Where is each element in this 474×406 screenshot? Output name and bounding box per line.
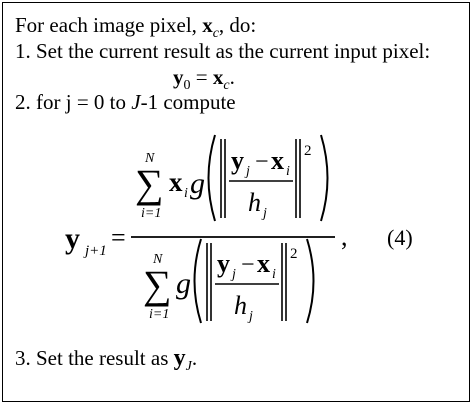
intro-line: For each image pixel, xc, do: [15,13,256,41]
step1-line: 1. Set the current result as the current… [15,39,430,63]
eq-comma: , [341,222,348,251]
den-minus: − [241,252,255,278]
algorithm-box: For each image pixel, xc, do: 1. Set the… [2,2,470,402]
step3-var-sub: J [185,359,192,374]
step1-text: 1. Set the current result as the current… [15,39,431,63]
step1-end: . [229,65,235,89]
num-y: y [231,146,244,175]
num-sigma: ∑ [135,161,164,206]
step3-end: . [191,346,198,370]
num-sum-upper: N [144,151,155,166]
step3-line: 3. Set the result as yJ. [15,346,197,374]
step1-lhs: y [173,65,184,89]
num-g: g [190,167,205,200]
num-minus: − [255,149,269,175]
den-h-sub: j [247,309,253,324]
num-x2: x [271,146,284,175]
intro-var: x [202,13,213,37]
den-sigma: ∑ [143,262,172,307]
step2-J: J [131,90,141,114]
eq-equals: = [111,223,126,252]
den-sum-lower: i=1 [149,307,169,322]
num-sum-lower: i=1 [141,206,161,221]
num-x2-sub: i [286,164,290,179]
eq-lhs-y: y [65,222,80,255]
den-left-paren [193,238,202,324]
step2-text-before: 2. for j = 0 to [15,90,132,114]
num-x: x [169,167,183,197]
step2-text-after: -1 compute [140,90,236,114]
den-power: 2 [290,246,298,262]
intro-prefix: For each image pixel, [15,13,203,37]
step1-eq-sign: = [190,65,213,89]
num-h-sub: j [261,206,267,221]
step2-line: 2. for j = 0 to J-1 compute [15,90,236,114]
num-x-sub: i [184,186,188,201]
step1-lhs-sub: 0 [183,78,191,93]
den-x-sub: i [272,267,276,282]
intro-suffix: , do: [218,13,257,37]
step1-rhs-sub: c [223,78,230,93]
mean-shift-equation: y j+1 = N ∑ i=1 x i g y j − x i h j 2 N … [65,134,413,324]
eq-lhs-sub: j+1 [83,243,107,259]
den-x: x [257,249,270,278]
step3-text: 3. Set the result as [15,346,174,370]
num-right-paren [320,134,329,222]
den-sum-upper: N [152,252,163,267]
num-h: h [248,188,261,217]
intro-var-sub: c [212,26,219,41]
num-left-paren [207,134,216,222]
den-h: h [234,291,247,320]
step3-var: y [173,345,186,371]
step1-rhs: x [212,65,224,89]
step1-equation: y0 = xc. [173,65,235,93]
num-y-sub: j [244,164,250,179]
den-g: g [176,267,191,300]
den-right-paren [306,238,315,324]
den-y-sub: j [230,267,236,282]
den-y: y [217,249,230,278]
equation-number: (4) [387,225,413,250]
num-power: 2 [304,143,312,159]
